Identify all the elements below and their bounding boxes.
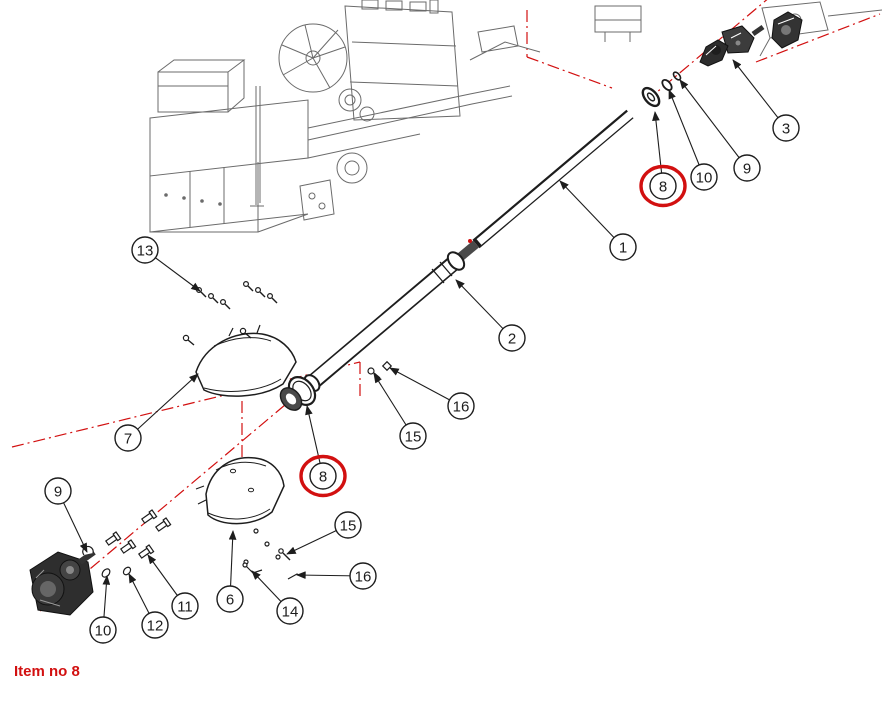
bearing-flange-8-bottom: [279, 376, 317, 411]
callout-2[interactable]: 2: [498, 324, 526, 352]
callout-number: 9: [743, 160, 751, 177]
callout-13[interactable]: 13: [131, 236, 159, 264]
callout-number: 7: [124, 430, 132, 447]
gearbox: [29, 549, 96, 616]
callout-number: 6: [226, 591, 234, 608]
callout-number: 9: [54, 483, 62, 500]
callout-number: 15: [340, 517, 357, 534]
callout-number: 8: [319, 468, 327, 485]
leader-line-1: [559, 180, 624, 248]
callout-number: 10: [95, 622, 112, 639]
callout-9[interactable]: 9: [733, 154, 761, 182]
callout-15[interactable]: 15: [399, 422, 427, 450]
callout-balloons: 13 1 8 10 9 3 2 7 8 15 16 9 10 12 11 6 14 15 16: [44, 114, 800, 644]
callout-3[interactable]: 3: [772, 114, 800, 142]
leader-lines: [57, 59, 787, 631]
callout-number: 13: [137, 242, 154, 259]
callout-number: 2: [508, 330, 516, 347]
shaft-tube: [303, 251, 466, 392]
callout-11[interactable]: 11: [171, 592, 199, 620]
callout-16[interactable]: 16: [349, 562, 377, 590]
callout-number: 1: [619, 239, 627, 256]
callout-number: 10: [696, 169, 713, 186]
driveshaft-assembly: [29, 11, 803, 616]
guard-shield-6: [195, 456, 285, 525]
leader-line-7: [127, 373, 199, 439]
callout-10[interactable]: 10: [89, 616, 117, 644]
leader-line-9: [679, 79, 748, 169]
callout-number: 16: [453, 398, 470, 415]
callout-number: 15: [405, 428, 422, 445]
leader-line-10: [668, 89, 705, 178]
callout-number: 11: [177, 598, 193, 615]
callout-number: 3: [782, 120, 790, 137]
callout-16[interactable]: 16: [447, 392, 475, 420]
tractor-chassis-sketch: [149, 0, 882, 233]
callout-number: 16: [355, 568, 372, 585]
callout-10[interactable]: 10: [690, 163, 718, 191]
callout-8[interactable]: 8: [299, 454, 347, 498]
callout-9[interactable]: 9: [44, 477, 72, 505]
selected-item-caption: Item no 8: [14, 663, 80, 680]
callout-7[interactable]: 7: [114, 424, 142, 452]
callout-number: 8: [659, 178, 667, 195]
guard-shield-7: [195, 324, 297, 397]
callout-number: 14: [282, 603, 299, 620]
callout-8[interactable]: 8: [639, 164, 687, 208]
fasteners: [82, 281, 393, 580]
highlight-ring: [299, 454, 347, 498]
callout-1[interactable]: 1: [609, 233, 637, 261]
callout-6[interactable]: 6: [216, 585, 244, 613]
callout-number: 12: [147, 617, 164, 634]
bearing-ring-8-top: [641, 86, 661, 108]
callout-14[interactable]: 14: [276, 597, 304, 625]
universal-joint: [699, 24, 765, 67]
callout-15[interactable]: 15: [334, 511, 362, 539]
leader-line-3: [732, 59, 787, 129]
mating-yoke: [771, 11, 803, 49]
highlight-ring: [639, 164, 687, 208]
callout-12[interactable]: 12: [141, 611, 169, 639]
